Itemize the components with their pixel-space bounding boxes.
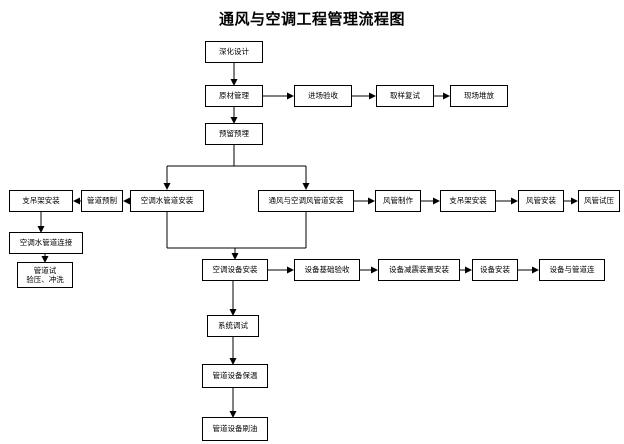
- edge-n9-n10: [37, 212, 45, 233]
- flow-node-n17[interactable]: 空调设备安装: [202, 259, 268, 281]
- edge-n14-n15: [496, 197, 518, 205]
- edge-n23-n24: [229, 388, 237, 418]
- edge-n7-n8: [123, 197, 130, 205]
- flow-node-n22[interactable]: 系统调试: [207, 315, 259, 337]
- flow-node-n24[interactable]: 管道设备刷油: [202, 417, 268, 441]
- flow-node-n9[interactable]: 支吊架安装: [9, 190, 73, 212]
- edge-n19-n20: [460, 266, 472, 274]
- edge-n4-n5: [434, 92, 450, 100]
- edge-n15-n16: [564, 197, 578, 205]
- edge-n17-n22: [229, 281, 237, 316]
- flow-node-n16[interactable]: 风管试压: [578, 190, 620, 212]
- flow-node-n20[interactable]: 设备安装: [472, 259, 518, 281]
- flow-node-n19[interactable]: 设备减震装置安装: [378, 259, 460, 281]
- flow-node-n10[interactable]: 空调水管道连接: [9, 232, 83, 254]
- edge-n12-n13: [354, 197, 375, 205]
- edge-n1-n2: [230, 63, 238, 86]
- flow-node-n8[interactable]: 管道预制: [81, 190, 123, 212]
- flow-node-n12[interactable]: 通风与空调风管道安装: [258, 190, 354, 212]
- edge-merge-to-n17: [166, 212, 307, 260]
- flow-node-n15[interactable]: 风管安装: [518, 190, 564, 212]
- edge-n13-n14: [421, 197, 440, 205]
- flow-node-n2[interactable]: 原材管理: [205, 85, 263, 107]
- flow-node-n5[interactable]: 现场堆放: [450, 85, 508, 107]
- edge-n10-n11: [41, 254, 49, 263]
- flow-node-n7[interactable]: 空调水管道安装: [130, 190, 204, 212]
- flow-node-n4[interactable]: 取样复试: [376, 85, 434, 107]
- edge-n17-n18: [268, 266, 294, 274]
- flow-node-n1[interactable]: 深化设计: [205, 41, 263, 63]
- flow-node-n14[interactable]: 支吊架安装: [440, 190, 496, 212]
- edge-n20-n21: [518, 266, 539, 274]
- flow-node-n21[interactable]: 设备与管道连: [539, 259, 605, 281]
- edge-n6-branch-bus: [163, 145, 310, 190]
- edge-n3-n4: [352, 92, 376, 100]
- edge-n2-n3: [263, 92, 294, 100]
- edge-n22-n23: [229, 337, 237, 365]
- flow-node-n18[interactable]: 设备基础验收: [294, 259, 360, 281]
- flow-node-n3[interactable]: 进场验收: [294, 85, 352, 107]
- page-title: 通风与空调工程管理流程图: [218, 10, 405, 28]
- flow-node-n23[interactable]: 管道设备保温: [202, 364, 268, 388]
- edge-n8-n9: [73, 197, 81, 205]
- edge-n18-n19: [360, 266, 378, 274]
- edge-n2-n6: [230, 107, 238, 124]
- flow-node-n13[interactable]: 风管制作: [375, 190, 421, 212]
- flow-node-n11[interactable]: 管道试 验压、冲洗: [17, 262, 73, 288]
- flow-node-n6[interactable]: 预留预埋: [205, 123, 263, 145]
